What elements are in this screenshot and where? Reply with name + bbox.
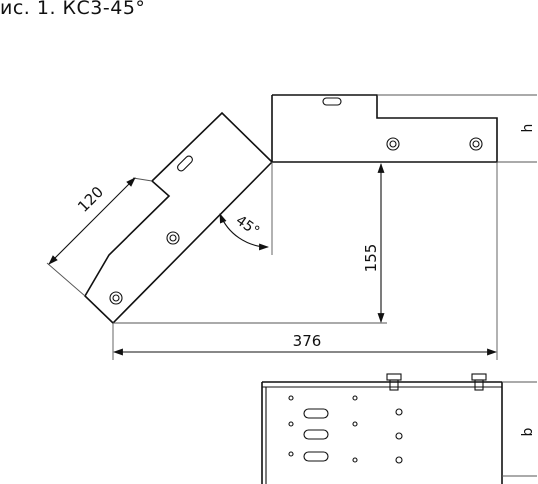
angled-section <box>83 111 273 325</box>
slot-hole <box>303 451 329 462</box>
dimension-376: 376 <box>113 332 497 356</box>
plan-view <box>261 373 537 484</box>
bolt <box>166 231 180 245</box>
hole <box>395 408 403 416</box>
bolt <box>386 137 400 151</box>
angle-label: 45° <box>233 212 263 239</box>
bolt <box>471 373 487 391</box>
slot-hole <box>177 155 193 172</box>
hole <box>288 451 294 457</box>
bolt <box>386 373 402 391</box>
hole <box>352 457 358 463</box>
bolt <box>109 291 123 305</box>
dimension-155: 155 <box>362 163 385 323</box>
hole <box>352 395 358 401</box>
bolt <box>469 137 483 151</box>
hole <box>395 432 403 440</box>
side-label-h: h <box>520 124 536 133</box>
slot-hole <box>303 408 329 419</box>
extension-lines <box>46 94 537 360</box>
slot-hole <box>322 97 342 106</box>
hole <box>352 421 358 427</box>
horizontal-section <box>271 94 498 163</box>
hole <box>288 395 294 401</box>
hole <box>288 421 294 427</box>
dimension-45: 45° <box>219 212 269 251</box>
dimension-155-label: 155 <box>362 244 380 273</box>
figure-caption: ис. 1. КС3-45° <box>0 0 146 19</box>
dimension-120: 120 <box>48 177 136 265</box>
side-label-b: b <box>520 427 536 436</box>
hole <box>395 456 403 464</box>
slot-hole <box>303 429 329 440</box>
dimension-376-label: 376 <box>293 332 322 350</box>
